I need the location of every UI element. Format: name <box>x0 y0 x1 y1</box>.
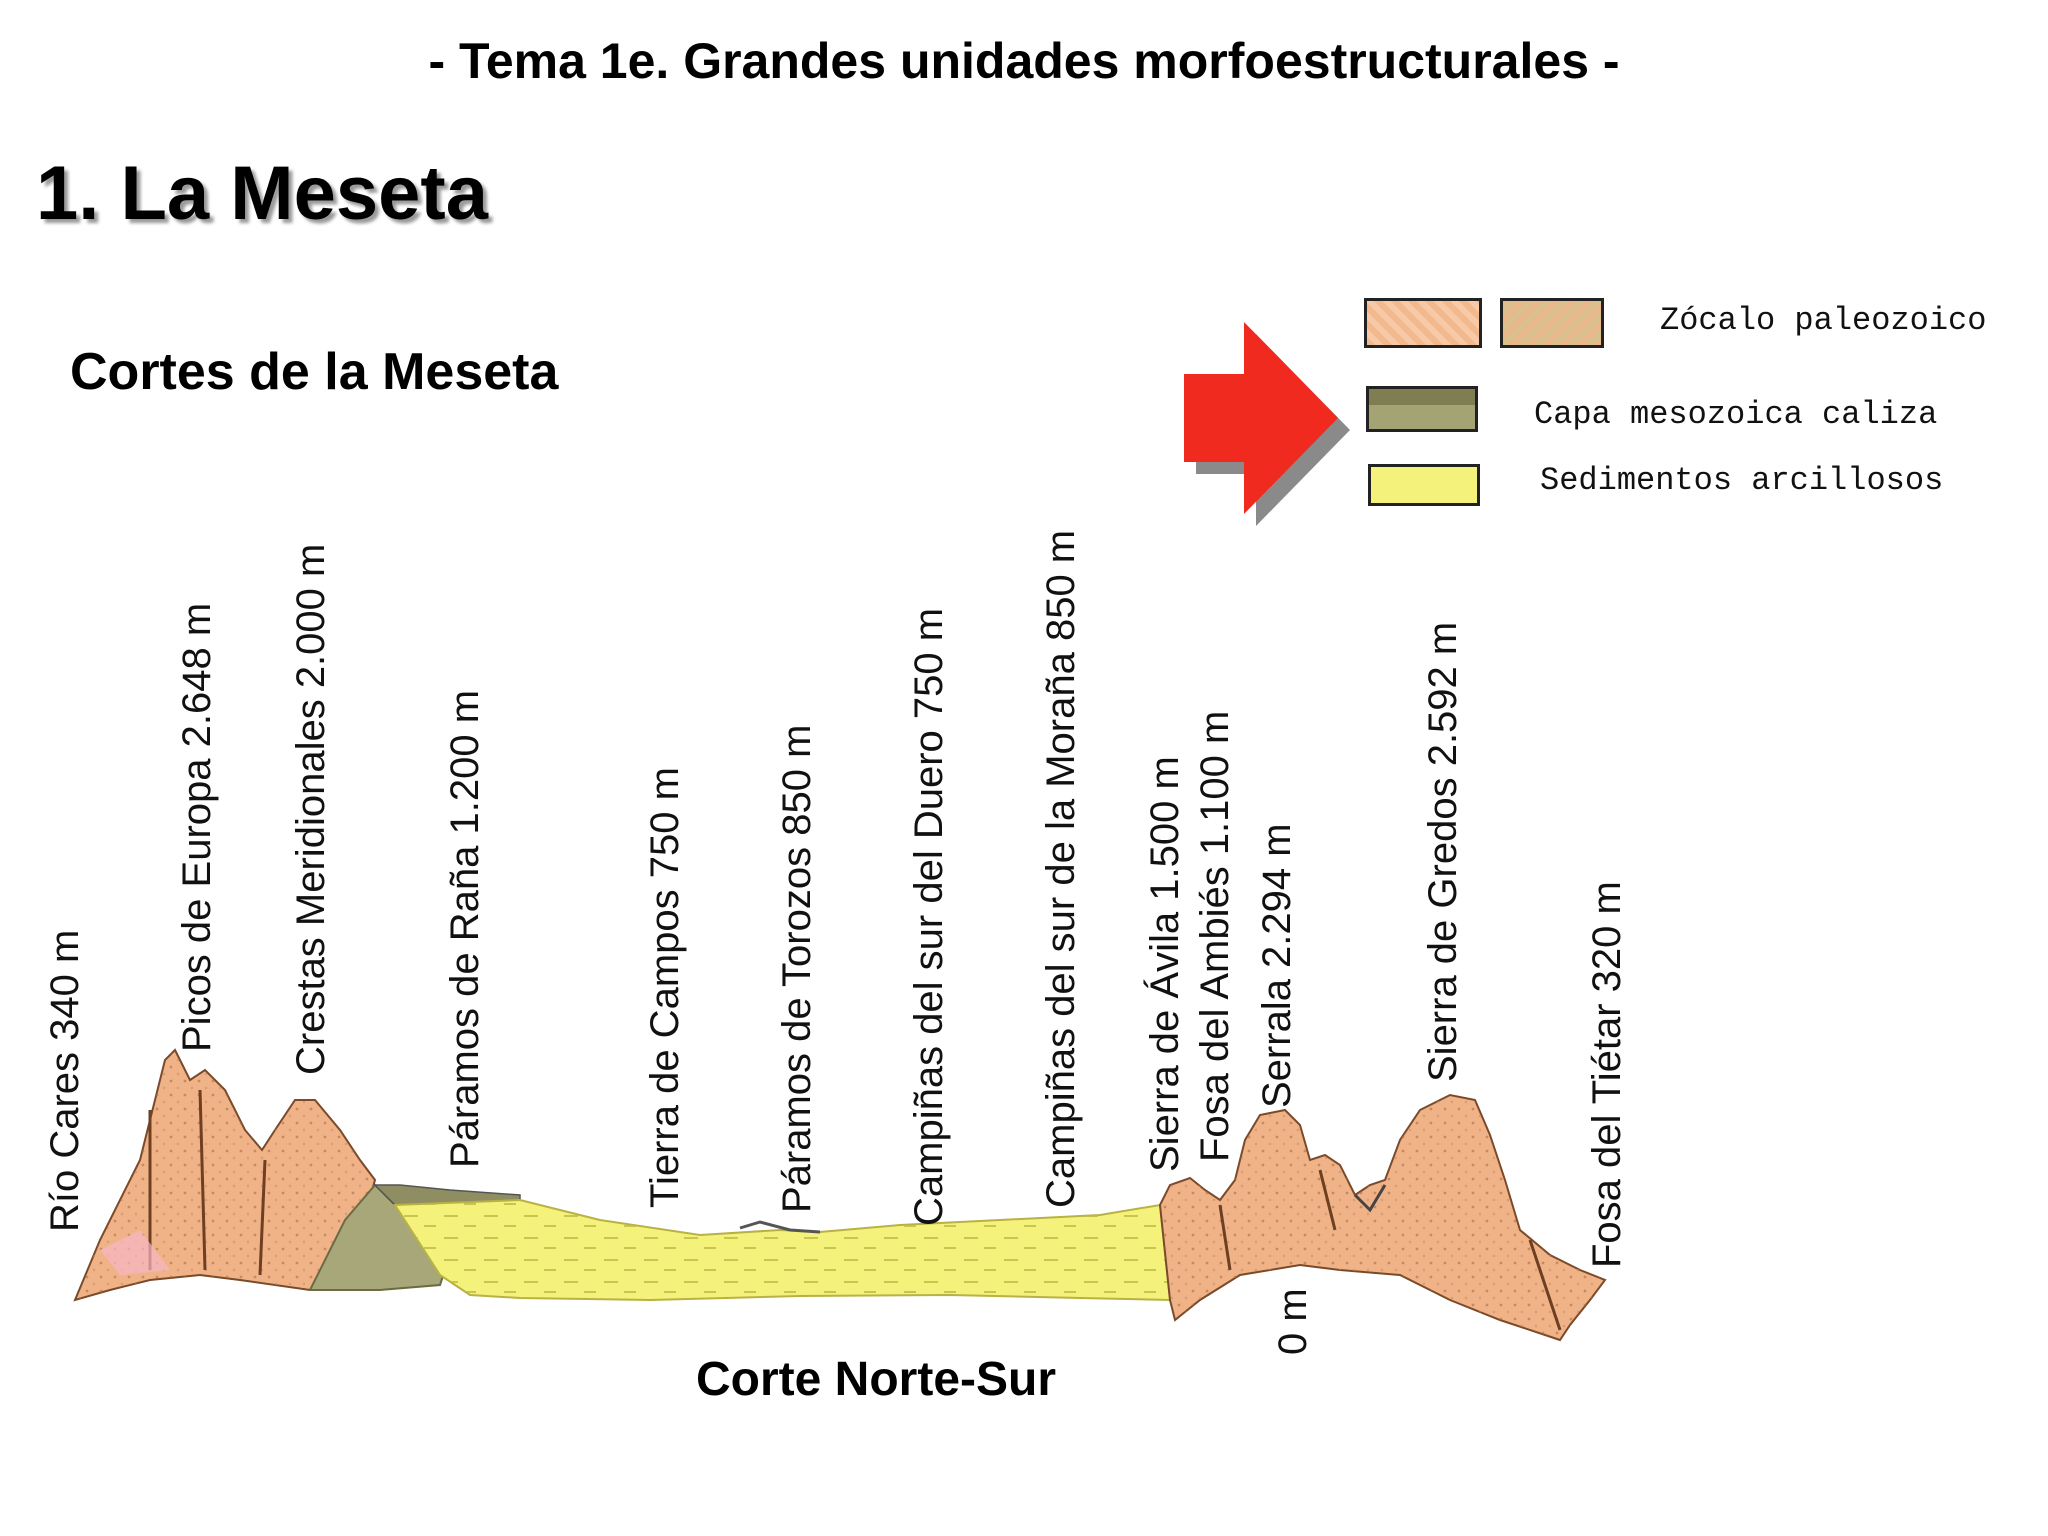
label-tierra-de-campos: Tierra de Campos 750 m <box>643 767 687 1208</box>
label-picos-de-europa: Picos de Europa 2.648 m <box>175 603 219 1052</box>
legend-swatch-zocalo-1 <box>1364 298 1482 348</box>
label-sierra-de-gredos: Sierra de Gredos 2.592 m <box>1421 622 1465 1082</box>
label-crestas-meridionales: Crestas Meridionales 2.000 m <box>289 544 333 1075</box>
label-paramos-de-torozos: Páramos de Torozos 850 m <box>775 725 819 1213</box>
legend-label-caliza: Capa mesozoica caliza <box>1534 396 1938 433</box>
section-title: 1. La Meseta <box>36 151 488 236</box>
label-campinas-sur-duero: Campiñas del sur del Duero 750 m <box>907 608 951 1226</box>
label-serrala: Serrala 2.294 m <box>1255 823 1299 1108</box>
label-sierra-de-avila: Sierra de Ávila 1.500 m <box>1142 756 1187 1172</box>
red-arrow-icon <box>1184 322 1350 526</box>
legend-label-sedimentos: Sedimentos arcillosos <box>1540 462 1944 499</box>
label-fosa-del-tietar: Fosa del Tiétar 320 m <box>1585 881 1629 1268</box>
label-campinas-sur-morana: Campiñas del sur de la Moraña 850 m <box>1039 530 1083 1208</box>
diagram-caption: Corte Norte-Sur <box>696 1353 1057 1406</box>
label-rio-cares: Río Cares 340 m <box>43 930 87 1232</box>
label-zero-meters: 0 m <box>1271 1288 1315 1355</box>
legend-label-zocalo: Zócalo paleozoico <box>1660 302 1987 339</box>
legend-swatch-sedimentos <box>1368 464 1480 506</box>
diagram-subtitle: Cortes de la Meseta <box>70 343 559 401</box>
label-fosa-del-ambies: Fosa del Ambiés 1.100 m <box>1193 711 1237 1162</box>
slide-header: - Tema 1e. Grandes unidades morfoestruct… <box>428 33 1620 89</box>
legend-swatch-zocalo-2 <box>1500 298 1604 348</box>
label-paramos-de-rana: Páramos de Raña 1.200 m <box>443 690 487 1168</box>
legend-swatch-caliza <box>1366 386 1478 432</box>
